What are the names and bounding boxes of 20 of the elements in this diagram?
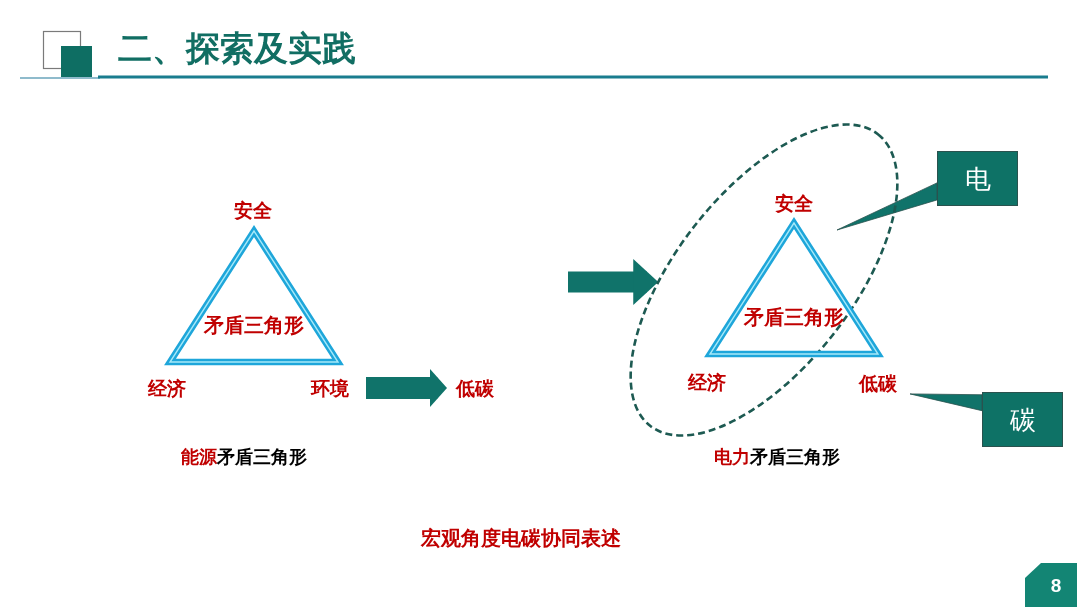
slide-title: 二、探索及实践: [118, 31, 356, 65]
diagram-caption: 能源矛盾三角形: [181, 448, 307, 466]
callout-box: 电: [937, 151, 1018, 206]
slide-caption: 宏观角度电碳协同表述: [421, 528, 621, 548]
block-arrow: [366, 369, 447, 407]
vertex-label: 低碳: [447, 376, 503, 400]
page-number: 8: [1025, 563, 1077, 607]
block-arrow: [568, 259, 659, 305]
vertex-label: 安全: [234, 200, 272, 220]
vertex-label: 经济: [688, 372, 726, 392]
vertex-label: 低碳: [846, 370, 910, 396]
callout-box: 碳: [982, 392, 1063, 447]
dashed-ellipse: [628, 121, 900, 439]
callout-pointer: [836, 182, 938, 231]
vertex-label: 经济: [148, 378, 186, 398]
vertex-label: 环境: [294, 376, 366, 400]
callout-pointer: [909, 393, 983, 412]
triangle-label: 矛盾三角形: [744, 305, 844, 330]
triangle-label: 矛盾三角形: [204, 313, 304, 338]
vertex-label: 安全: [775, 193, 813, 213]
